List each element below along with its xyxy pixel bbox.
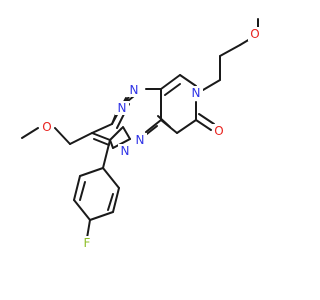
- bond: [86, 219, 91, 239]
- bond: [91, 123, 113, 134]
- bond: [198, 113, 215, 125]
- bond: [79, 181, 86, 201]
- bond: [93, 138, 110, 146]
- bond: [112, 187, 120, 213]
- atom-fluorine: F: [84, 236, 91, 250]
- bond: [102, 139, 111, 169]
- bond: [145, 119, 162, 133]
- bond: [164, 83, 181, 96]
- atom-o-propyl-ether: O: [250, 27, 259, 41]
- bond: [122, 126, 131, 140]
- atom-n-triazine-b: N: [121, 144, 130, 158]
- bond: [179, 74, 197, 87]
- bond: [109, 127, 123, 141]
- bond: [176, 119, 197, 134]
- bond: [73, 199, 91, 221]
- atom-n-pyrazole: N: [130, 83, 139, 97]
- bond: [112, 138, 131, 149]
- bond: [79, 167, 104, 177]
- bond: [219, 44, 241, 57]
- atom-labels: N N N N N O O O F: [40, 27, 262, 250]
- atom-n-pyridinone: N: [192, 86, 201, 100]
- bond: [54, 127, 71, 145]
- bond: [107, 193, 114, 211]
- atom-n-triazine-a: N: [136, 133, 145, 147]
- atom-n-bridge: N: [118, 101, 127, 115]
- bond: [102, 167, 120, 189]
- molecule-structure: N N N N N O O O F: [21, 18, 262, 250]
- bond: [202, 79, 221, 91]
- bond: [69, 132, 93, 145]
- atom-o-methyl-ether: O: [42, 120, 51, 134]
- atom-o-ketone: O: [214, 124, 223, 138]
- bond: [21, 127, 39, 139]
- bond: [89, 211, 114, 221]
- bond: [160, 74, 181, 90]
- bond: [195, 119, 212, 131]
- bond: [91, 132, 111, 141]
- bond: [73, 175, 81, 201]
